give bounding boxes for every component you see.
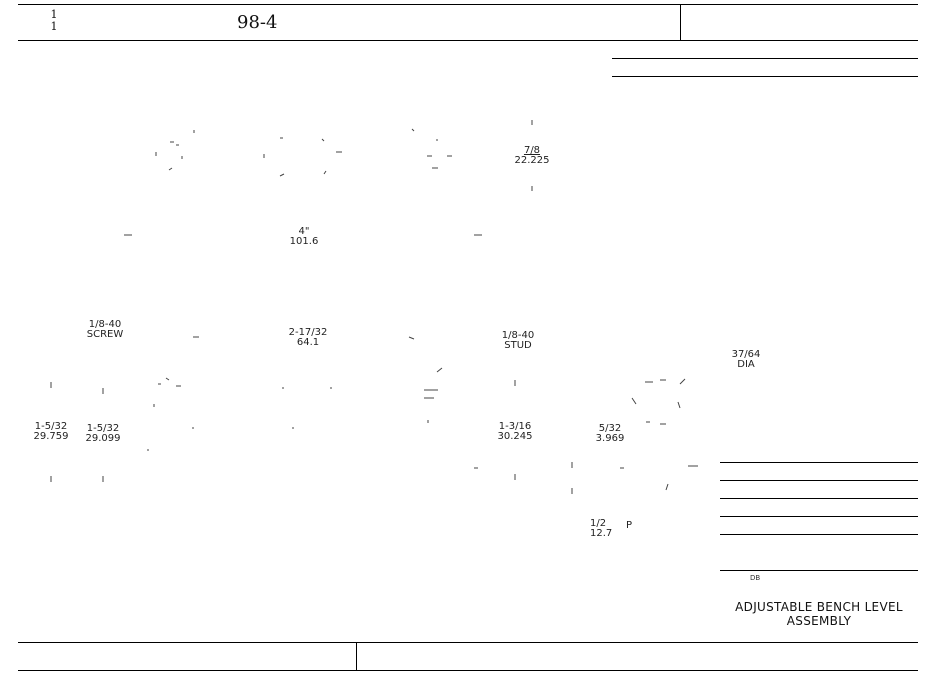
- dim-small: 5/32 3.969: [590, 424, 630, 444]
- notes-rule-2: [612, 76, 918, 77]
- titleblock-rule-6: [720, 570, 918, 571]
- dim-left2-imperial: 1-5/32: [86, 423, 120, 434]
- drawing-title: ADJUSTABLE BENCH LEVEL ASSEMBLY: [720, 600, 918, 628]
- dim-width-imperial: 4": [298, 226, 310, 237]
- titleblock-small-note: DB: [750, 574, 761, 582]
- callout-screw-text: SCREW: [86, 329, 124, 340]
- dim-left-metric: 29.759: [33, 431, 69, 442]
- titleblock-rule-1: [720, 462, 918, 463]
- dim-half: 1/2 12.7: [590, 519, 620, 539]
- dim-span-metric: 64.1: [296, 337, 320, 348]
- dim-left-imperial: 1-5/32: [34, 421, 68, 432]
- dim-top-metric: 22.225: [514, 155, 550, 166]
- dim-half-imperial: 1/2: [590, 518, 607, 529]
- notes-rule-1: [612, 58, 918, 59]
- dim-diameter-text: DIA: [737, 359, 755, 370]
- sheet-fraction: 1 1: [46, 9, 62, 33]
- dim-diameter: 37/64 DIA: [726, 350, 766, 370]
- dim-half-suffix: P: [625, 520, 633, 531]
- callout-screw: 1/8-40 SCREW: [80, 320, 130, 340]
- titleblock-rule-2: [720, 480, 918, 481]
- dim-small-imperial: 5/32: [598, 423, 622, 434]
- callout-stud-text: STUD: [504, 340, 532, 351]
- header-bottom-rule: [18, 40, 918, 41]
- sheet-fraction-top: 1: [50, 8, 58, 21]
- titleblock-rule-5: [720, 534, 918, 535]
- titleblock-rule-4: [720, 516, 918, 517]
- header-divider: [680, 4, 681, 40]
- callout-stud: 1/8-40 STUD: [496, 331, 540, 351]
- dim-small-metric: 3.969: [595, 433, 625, 444]
- footer-divider: [356, 642, 357, 670]
- dim-left2-metric: 29.099: [85, 433, 121, 444]
- dim-top-diameter: 7/8 22.225: [510, 146, 554, 166]
- footer-bottom-rule: [18, 670, 918, 671]
- footer-top-rule: [18, 642, 918, 643]
- header-top-rule: [18, 4, 918, 5]
- drawing-title-line1: ADJUSTABLE BENCH LEVEL: [735, 600, 903, 614]
- dim-mid-metric: 30.245: [497, 431, 533, 442]
- callout-stud-size: 1/8-40: [501, 330, 535, 341]
- dim-half-metric: 12.7: [590, 528, 613, 539]
- dim-overall-width: 4" 101.6: [282, 227, 326, 247]
- sheet-fraction-bottom: 1: [50, 20, 58, 33]
- dim-span: 2-17/32 64.1: [282, 328, 334, 348]
- dim-mid-height: 1-3/16 30.245: [492, 422, 538, 442]
- dim-top-fraction: 7/8: [523, 145, 541, 156]
- drawing-title-line2: ASSEMBLY: [786, 614, 852, 628]
- drawing-number: 98-4: [237, 12, 278, 33]
- dim-span-imperial: 2-17/32: [288, 327, 328, 338]
- dim-left-height: 1-5/32 29.759: [28, 422, 74, 442]
- titleblock-rule-3: [720, 498, 918, 499]
- dim-width-metric: 101.6: [289, 236, 319, 247]
- dim-left2-height: 1-5/32 29.099: [80, 424, 126, 444]
- callout-screw-size: 1/8-40: [88, 319, 122, 330]
- dim-diameter-value: 37/64: [731, 349, 761, 360]
- dim-mid-imperial: 1-3/16: [498, 421, 532, 432]
